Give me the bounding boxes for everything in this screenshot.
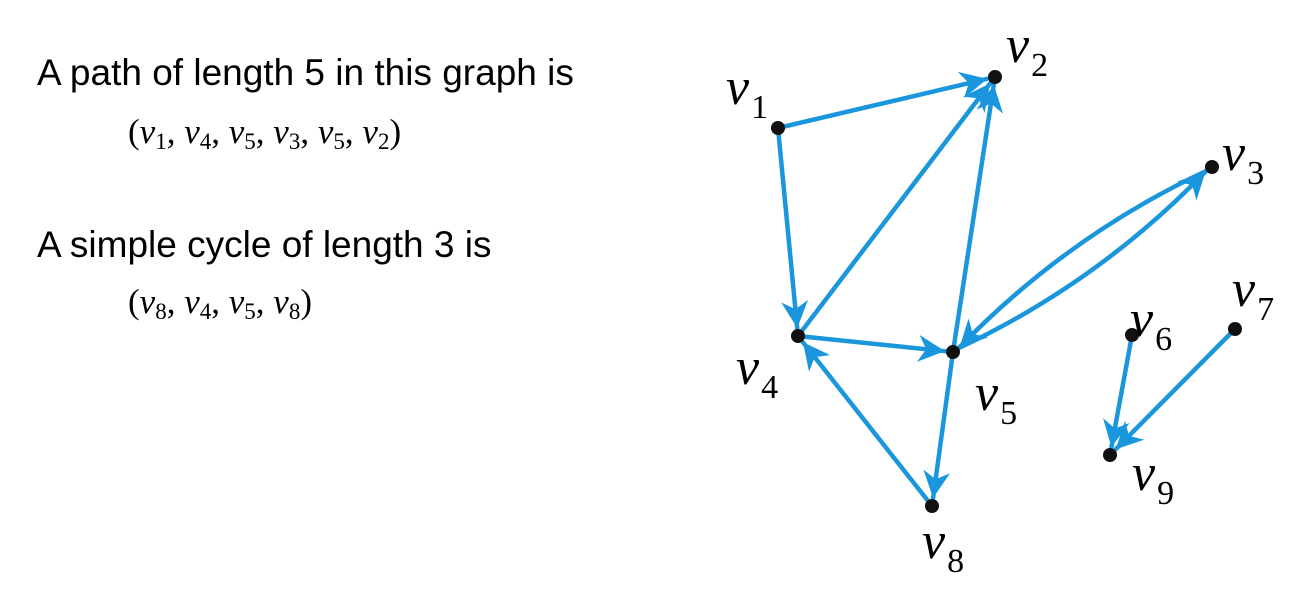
edge-v8-to-v4 bbox=[800, 340, 931, 504]
vertex-v3 bbox=[1205, 160, 1219, 174]
cycle-seq-vertex: v5 bbox=[228, 282, 256, 324]
cycle-seq-vertex: v8 bbox=[139, 282, 167, 324]
edge-v4-to-v5 bbox=[801, 334, 948, 362]
cycle-seq-separator: , bbox=[211, 282, 229, 321]
path-heading: A path of length 5 in this graph is bbox=[37, 52, 574, 93]
path-seq-separator: , bbox=[344, 112, 363, 151]
vertex-label-v1: v1 bbox=[726, 59, 768, 126]
cycle-seq-separator: , bbox=[166, 282, 185, 321]
path-seq-vertex: v4 bbox=[184, 112, 212, 154]
edge-v1-to-v4 bbox=[776, 131, 809, 331]
vertex-v5 bbox=[946, 345, 960, 359]
path-seq-separator: , bbox=[166, 112, 185, 151]
edge-v1-to-v2 bbox=[781, 71, 990, 129]
vertex-v1 bbox=[771, 121, 785, 135]
cycle-seq-separator: , bbox=[255, 282, 274, 321]
cycle-seq-open-paren: ( bbox=[128, 282, 140, 321]
path-seq-vertex: v1 bbox=[139, 112, 167, 154]
path-seq-open-paren: ( bbox=[128, 112, 140, 151]
vertex-v8 bbox=[925, 499, 939, 513]
path-seq-separator: , bbox=[300, 112, 318, 151]
edges bbox=[776, 71, 1234, 504]
vertices: v1 v2 v3 v4 v5 v6 v7 v8 v9 bbox=[726, 17, 1274, 580]
path-seq-vertex: v2 bbox=[362, 112, 390, 154]
vertex-v2 bbox=[988, 70, 1002, 84]
cycle-seq-vertex: v4 bbox=[184, 282, 212, 324]
vertex-label-v6: v6 bbox=[1130, 291, 1172, 358]
edge-v5-to-v2 bbox=[951, 82, 1004, 349]
vertex-v9 bbox=[1103, 448, 1117, 462]
vertex-label-v4: v4 bbox=[736, 339, 778, 406]
edge-v4-to-v2 bbox=[799, 81, 993, 334]
path-seq-vertex: v3 bbox=[273, 112, 301, 154]
path-seq-separator: , bbox=[211, 112, 229, 151]
path-seq-close-paren: ) bbox=[389, 112, 402, 151]
vertex-v4 bbox=[791, 329, 805, 343]
vertex-label-v8: v8 bbox=[922, 513, 964, 580]
vertex-label-v7: v7 bbox=[1232, 261, 1274, 328]
path-seq-separator: , bbox=[255, 112, 274, 151]
vertex-label-v9: v9 bbox=[1132, 445, 1174, 512]
vertex-label-v5: v5 bbox=[975, 365, 1017, 432]
cycle-sequence: (v8, v4, v5, v8) bbox=[128, 282, 312, 324]
vertex-label-v2: v2 bbox=[1006, 17, 1048, 84]
cycle-seq-close-paren: ) bbox=[300, 282, 312, 321]
vertex-v6 bbox=[1125, 328, 1139, 342]
vertex-v7 bbox=[1228, 322, 1242, 336]
edge-v7-to-v9 bbox=[1113, 331, 1234, 452]
vertex-label-v3: v3 bbox=[1222, 125, 1264, 192]
path-seq-vertex: v5 bbox=[317, 112, 345, 154]
edge-v5-to-v3 bbox=[955, 169, 1208, 351]
path-seq-vertex: v5 bbox=[228, 112, 256, 154]
edge-v3-to-v5 bbox=[957, 168, 1210, 350]
edge-v6-to-v9 bbox=[1103, 338, 1134, 450]
cycle-seq-vertex: v8 bbox=[273, 282, 301, 324]
edge-v5-to-v8 bbox=[923, 355, 955, 501]
path-sequence: (v1, v4, v5, v3, v5, v2) bbox=[128, 112, 402, 154]
cycle-heading: A simple cycle of length 3 is bbox=[37, 224, 492, 265]
